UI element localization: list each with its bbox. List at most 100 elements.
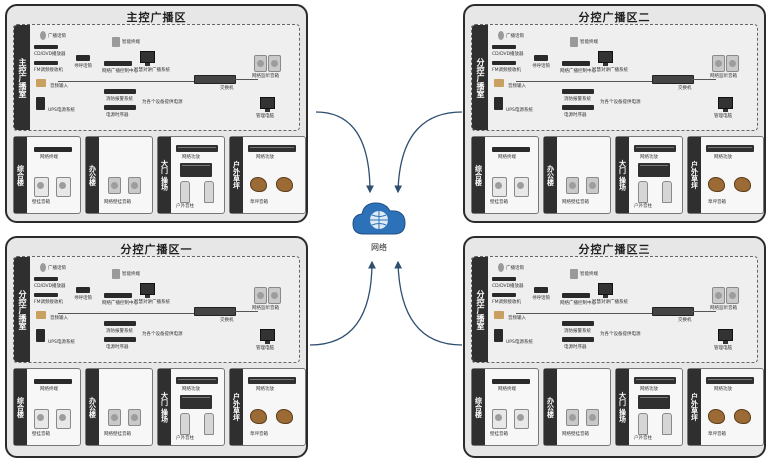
pc-monitor (260, 329, 275, 344)
lawn-amp (248, 145, 296, 152)
bus-line (516, 81, 652, 82)
pc-label: 管理电脑 (714, 114, 732, 119)
bus-line (58, 313, 194, 314)
sub-area-label: 大门 操场 (158, 369, 171, 445)
fm-receiver (492, 293, 516, 297)
column-label: 户外音柱 (634, 204, 652, 209)
ups-label: UPS电源系统 (48, 340, 75, 345)
sub-area-label: 大门 操场 (616, 137, 629, 213)
amp-label: 网络终端 (40, 155, 58, 160)
tablet-label: 智能终端 (122, 272, 140, 277)
gate-amp-label: 网络功放 (640, 387, 658, 392)
column-speaker-a (638, 181, 648, 203)
control-room-label: 分控广播室 (472, 25, 488, 130)
ups-device (36, 329, 45, 342)
ups-device (494, 97, 503, 110)
audio-in-label: 音频输入 (508, 316, 526, 321)
sub-area-comprehensive: 综合楼 网络终端 壁挂音箱 (471, 368, 539, 446)
monitor-speaker-1 (254, 287, 267, 304)
ups-device (494, 329, 503, 342)
sub-area-office: 办公楼 网络壁挂音箱 (543, 136, 611, 214)
rock-speaker-b (734, 177, 751, 192)
lawn-amp-label: 网络功放 (256, 387, 274, 392)
network-switch (194, 75, 236, 84)
cd-player (492, 277, 516, 281)
arrow-b3-to-cloud (394, 260, 463, 346)
pa-station-label: 智慧对讲广播系统 (134, 300, 170, 305)
power-label: 电源时序器 (106, 345, 129, 350)
wall-speaker-a (34, 177, 49, 197)
host-label: 网络广播控制中心 (560, 301, 596, 306)
control-room: 分控广播室 广播话筒 CD/DVD播放器 FM调频接收机 音频输入 UPS电源系… (471, 24, 758, 131)
pc-monitor (718, 329, 733, 344)
cd-label: CD/DVD播放器 (34, 52, 66, 57)
ceiling-speaker-b (128, 177, 141, 194)
cd-player (34, 45, 58, 49)
power-sequencer (562, 105, 594, 110)
rock-speaker-a (708, 177, 725, 192)
cd-player (492, 45, 516, 49)
control-room-label: 分控广播室 (472, 257, 488, 362)
speaker-box-label: 网络监听音箱 (710, 74, 737, 79)
host-device (562, 61, 590, 66)
fire-label: 消防报警系统 (106, 329, 133, 334)
fire-label: 消防报警系统 (564, 97, 591, 102)
mic-device (498, 31, 504, 40)
pc-label: 管理电脑 (256, 114, 274, 119)
amp-label: 网络终端 (498, 155, 516, 160)
sub-area-gate: 大门 操场 网络功放 户外音柱 (615, 136, 683, 214)
mic-label: 广播话筒 (506, 266, 524, 271)
gate-amp-label: 网络功放 (182, 155, 200, 160)
paging-mic (76, 287, 90, 293)
ceiling-speaker-a (108, 409, 121, 426)
wall-speaker-b (56, 177, 71, 197)
sub-area-gate: 大门 操场 网络功放 户外音柱 (157, 368, 225, 446)
audio-in-device (36, 311, 46, 319)
control-room: 分控广播室 广播话筒 CD/DVD播放器 FM调频接收机 音频输入 UPS电源系… (471, 256, 758, 363)
switch-label: 交换机 (678, 86, 692, 91)
monitor-speaker-2 (726, 55, 739, 72)
sub-area-label: 户外草坪 (230, 369, 243, 445)
amp-device (492, 147, 530, 152)
sub-area-label: 大门 操场 (158, 137, 171, 213)
lawn-amp (706, 145, 754, 152)
column-speaker-a (180, 181, 190, 203)
monitor-speaker-1 (712, 287, 725, 304)
sub-area-lawn: 户外草坪 网络功放 草坪音箱 (687, 136, 764, 214)
ceiling-speaker-b (128, 409, 141, 426)
network-cloud: 网络 (350, 196, 408, 258)
amp-label: 网络终端 (40, 387, 58, 392)
fire-alarm (562, 321, 594, 326)
host-device (104, 293, 132, 298)
switch-label: 交换机 (220, 86, 234, 91)
column-label: 户外音柱 (176, 436, 194, 441)
fm-receiver (492, 61, 516, 65)
cd-label: CD/DVD播放器 (34, 284, 66, 289)
inwall-label: 壁挂音箱 (32, 432, 50, 437)
expand-label: 为各个设备提供电源 (142, 100, 183, 105)
column-label: 户外音柱 (634, 436, 652, 441)
sub-area-label: 户外草坪 (688, 369, 701, 445)
ceiling-label: 网络壁挂音箱 (104, 432, 131, 437)
column-speaker-b (204, 181, 214, 203)
zone-inner: 分控广播室 广播话筒 CD/DVD播放器 FM调频接收机 音频输入 UPS电源系… (13, 256, 306, 450)
wall-speaker-b (514, 177, 529, 197)
fire-alarm (104, 321, 136, 326)
ups-label: UPS电源系统 (506, 108, 533, 113)
zone-title: 分控广播区二 (578, 11, 651, 24)
mic-device (40, 263, 46, 272)
gate-rack (180, 395, 212, 409)
gate-amp (634, 145, 676, 152)
power-sequencer (104, 105, 136, 110)
ceiling-label: 网络壁挂音箱 (562, 200, 589, 205)
sub-area-label: 综合楼 (14, 137, 27, 213)
mic-device (498, 263, 504, 272)
gate-amp-label: 网络功放 (640, 155, 658, 160)
column-speaker-a (180, 413, 190, 435)
control-room-label: 主控广播室 (14, 25, 30, 130)
zone-title: 分控广播区一 (120, 243, 193, 256)
fire-label: 消防报警系统 (106, 97, 133, 102)
amp-device (34, 379, 72, 384)
lawn-amp-label: 网络功放 (714, 155, 732, 160)
sub-area-lawn: 户外草坪 网络功放 草坪音箱 (229, 136, 306, 214)
